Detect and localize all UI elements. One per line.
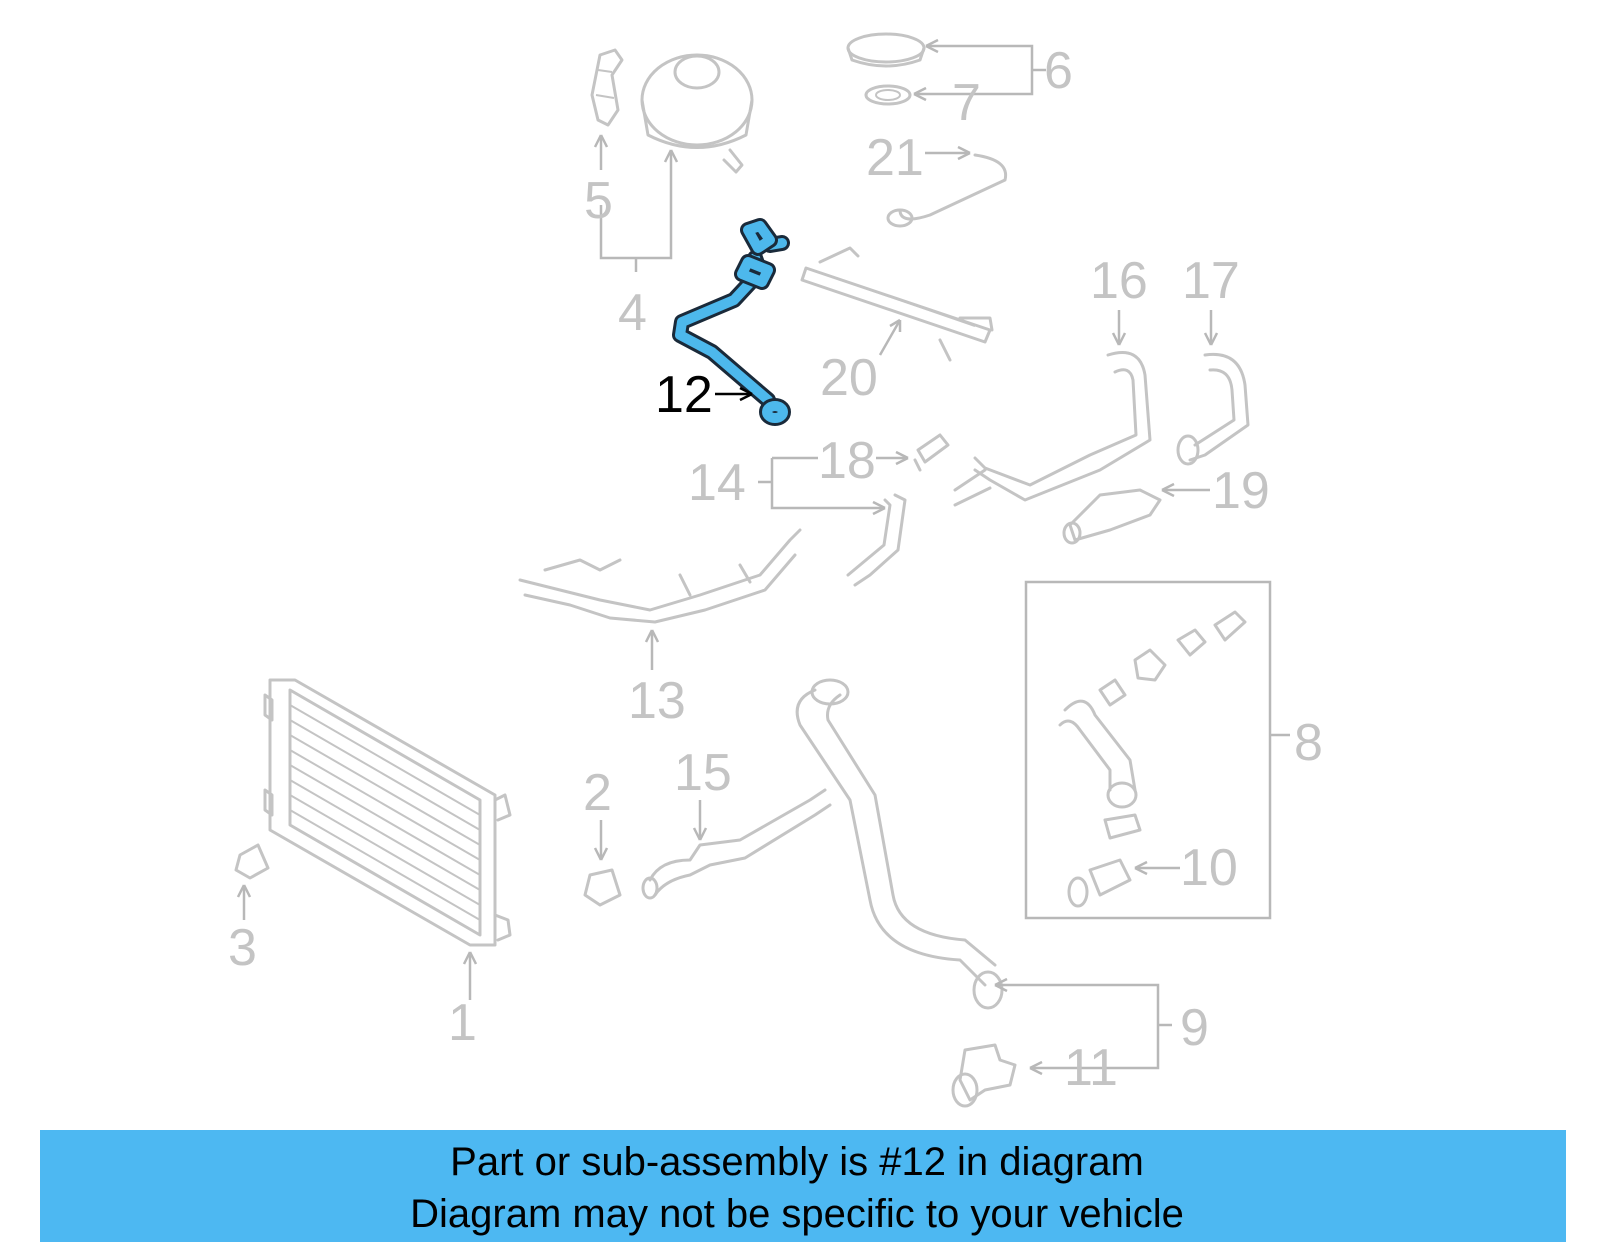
callout-15: 15: [674, 744, 732, 802]
part-5-bracket: [590, 48, 624, 127]
part-6-cap: [846, 32, 926, 68]
part-19-flange: [1062, 488, 1162, 545]
callout-5: 5: [584, 172, 613, 230]
part-15-pipe: [641, 788, 832, 900]
info-banner: Part or sub-assembly is #12 in diagram D…: [40, 1130, 1566, 1242]
arrow-12: [739, 386, 753, 402]
callout-13: 13: [628, 672, 686, 730]
part-18-nipple: [913, 433, 950, 472]
part-9-lower-hose: [795, 678, 1004, 1010]
part-2-mount: [583, 868, 622, 907]
callout-18: 18: [818, 432, 876, 490]
callout-12: 12: [655, 366, 713, 424]
arrow-5: [593, 134, 609, 148]
arrow-2: [593, 847, 609, 861]
part-16-pipe: [953, 351, 1152, 507]
callout-20: 20: [820, 349, 878, 407]
arrow-21: [957, 145, 971, 161]
arrow-10: [1134, 860, 1148, 876]
leader-14: [758, 456, 885, 510]
part-8-hoses: [1058, 610, 1247, 809]
part-20-support-bar: [800, 246, 994, 362]
arrow-20: [889, 318, 902, 332]
leader-20: [878, 319, 902, 356]
arrows-6-7: [913, 38, 939, 102]
arrow-14: [872, 500, 886, 516]
arrow-18: [895, 450, 909, 466]
callout-19: 19: [1212, 462, 1270, 520]
part-21-hose: [886, 153, 1008, 228]
arrow-4: [663, 149, 679, 163]
callout-14: 14: [688, 454, 746, 512]
callout-11: 11: [1064, 1039, 1118, 1097]
part-13-pipe-assembly: [518, 528, 802, 624]
callout-1: 1: [448, 994, 477, 1052]
part-4-expansion-tank: [640, 53, 754, 174]
arrow-1: [462, 951, 478, 965]
part-7-seal: [864, 84, 912, 106]
arrow-19: [1161, 482, 1175, 498]
arrow-16: [1111, 332, 1127, 346]
callout-4: 4: [618, 284, 647, 342]
arrow-3: [236, 884, 252, 898]
part-1-radiator: [263, 678, 512, 947]
callout-16: 16: [1090, 252, 1148, 310]
part-11-fitting: [951, 1043, 1017, 1108]
callout-10: 10: [1180, 839, 1238, 897]
callout-7: 7: [952, 74, 981, 132]
arrow-13: [644, 629, 660, 643]
callout-8: 8: [1294, 714, 1323, 772]
part-17-hose: [1176, 352, 1250, 466]
callout-21: 21: [866, 129, 924, 187]
part-12-vent-hose: [672, 218, 791, 426]
arrow-15: [692, 827, 708, 841]
part-8-box: [1024, 580, 1272, 920]
callout-6: 6: [1044, 42, 1073, 100]
part-3-mount: [234, 843, 270, 880]
banner-line-1: Part or sub-assembly is #12 in diagram: [450, 1140, 1144, 1184]
callout-3: 3: [228, 919, 257, 977]
part-14-hose: [846, 493, 907, 587]
callout-17: 17: [1182, 252, 1240, 310]
leader-9-11: [995, 983, 1160, 1070]
callout-2: 2: [583, 764, 612, 822]
part-10-fitting: [1067, 813, 1142, 908]
arrows-9-11: [994, 977, 1043, 1076]
banner-line-2: Diagram may not be specific to your vehi…: [410, 1192, 1184, 1236]
arrow-17: [1203, 332, 1219, 346]
callout-9: 9: [1180, 999, 1209, 1057]
